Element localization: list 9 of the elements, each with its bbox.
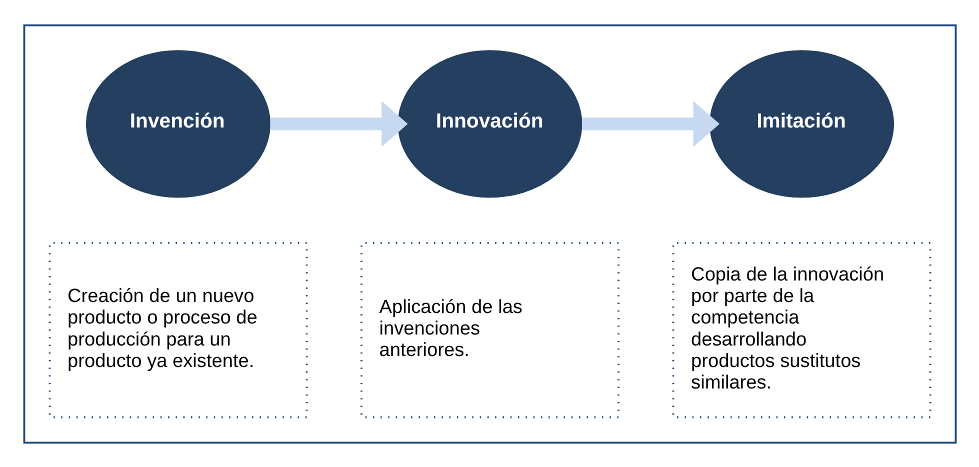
arrow	[270, 100, 408, 146]
cluster	[22, 24, 956, 444]
node-box: Copia de la innovación por parte de la competencia desarrollando productos sustitutos similares.	[672, 241, 931, 418]
node-ellipse: Imitación	[709, 50, 894, 198]
arrow	[581, 100, 720, 146]
node-ellipse: Invención	[85, 50, 270, 198]
node-box: Creación de un nuevo producto o proceso de producción para un producto ya existente.	[48, 241, 308, 418]
node-box: Aplicación de las invenciones anteriores.	[360, 241, 619, 418]
node-ellipse: Innovación	[397, 50, 582, 198]
